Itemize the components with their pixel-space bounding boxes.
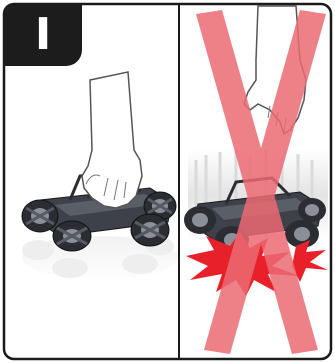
step-badge: I	[4, 4, 82, 66]
wheel-rear-right	[131, 214, 169, 246]
wheel-front-right	[53, 221, 91, 251]
step-label: I	[35, 13, 51, 57]
wheel-front-left	[22, 200, 58, 232]
